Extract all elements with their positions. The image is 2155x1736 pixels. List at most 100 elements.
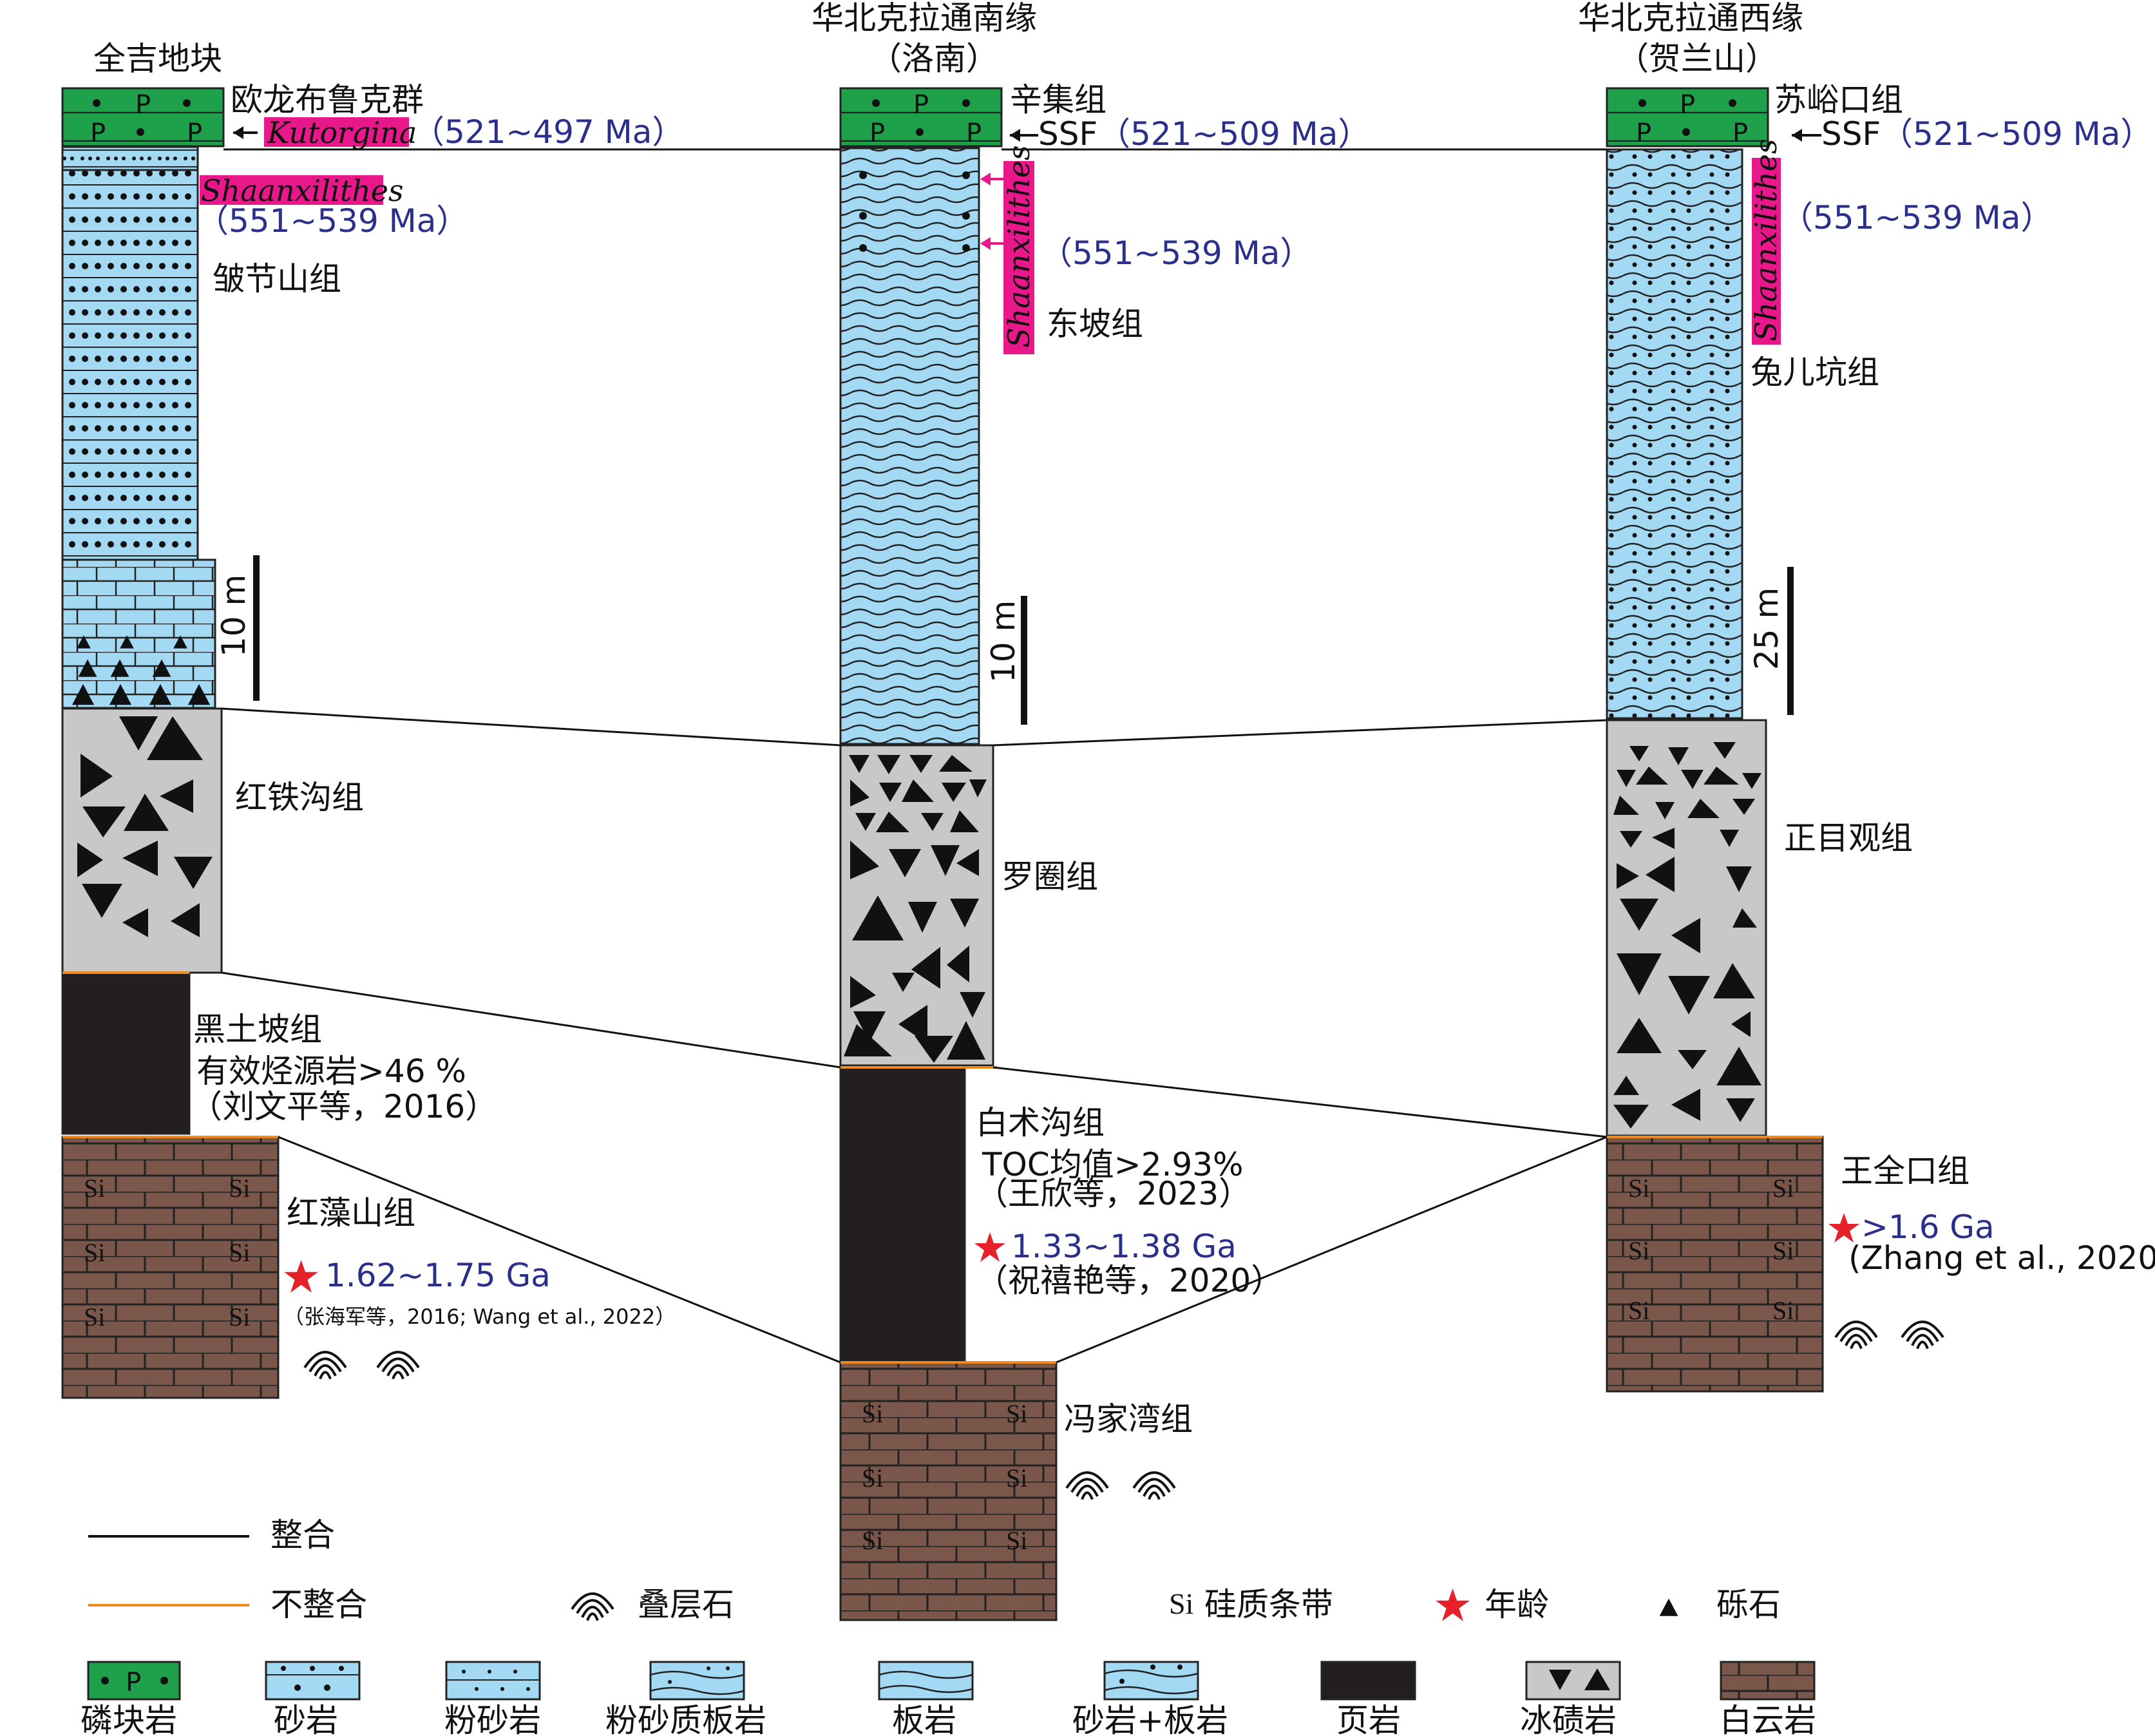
- middle-dolomite-layer: [839, 1361, 1058, 1621]
- left-scale-label: 10 m: [215, 575, 252, 657]
- svg-text:Si: Si: [229, 1302, 250, 1331]
- middle-formation-phosphorite: 辛集组: [1010, 81, 1106, 119]
- middle-sand-dots: [859, 171, 970, 252]
- middle-stromatolite-icon-2: [1132, 1471, 1176, 1501]
- svg-text:Si: Si: [84, 1302, 105, 1331]
- right-stromatolite-icon-2: [1901, 1321, 1944, 1350]
- svg-text:冰碛岩: 冰碛岩: [1520, 1702, 1617, 1736]
- legend: 整合 不整合 叠层石 Si 硅质条带 年龄 砾石 P: [81, 1516, 1816, 1736]
- left-tillite-clasts: [77, 716, 213, 937]
- left-stromatolite-icon: [303, 1351, 347, 1380]
- legend-swatch-sandstone: [265, 1661, 361, 1701]
- svg-text:页岩: 页岩: [1336, 1702, 1401, 1736]
- right-fossil-mid: Shaanxilithes: [1749, 138, 1783, 341]
- svg-text:Si: Si: [229, 1238, 250, 1267]
- legend-conformity-label: 整合: [271, 1516, 335, 1554]
- left-shale-note: 有效烃源岩>46 %: [196, 1053, 466, 1090]
- middle-fossil-mid-highlight: [1003, 161, 1034, 354]
- middle-shale-layer: [839, 1066, 966, 1362]
- middle-tillite-clasts: [844, 755, 987, 1063]
- left-fossil-top-highlight: [264, 117, 409, 147]
- right-dolomite-layer: [1606, 1136, 1824, 1393]
- svg-text:白云岩: 白云岩: [1720, 1702, 1816, 1736]
- left-shale-ref: （刘文平等，2016）: [190, 1088, 497, 1125]
- legend-swatch-shale: [1320, 1661, 1416, 1701]
- legend-swatch-sandstone-slate: [1103, 1661, 1199, 1701]
- right-tillite-clasts: [1613, 742, 1761, 1129]
- legend-gravel-label: 砾石: [1716, 1586, 1781, 1623]
- middle-ref-shale: （祝禧艳等，2020）: [976, 1262, 1283, 1299]
- middle-formation-shale: 白术沟组: [976, 1104, 1105, 1141]
- middle-phosphorite-layer: [839, 87, 1003, 148]
- svg-text:P: P: [1680, 90, 1695, 120]
- middle-fossil-mid: Shaanxilithes: [1002, 145, 1036, 348]
- svg-text:P: P: [135, 90, 151, 120]
- legend-swatch-slate: [878, 1661, 974, 1701]
- legend-swatch-phosphorite: P: [87, 1661, 181, 1701]
- right-age-star-icon: [1828, 1213, 1859, 1243]
- right-fossil-mid-highlight: [1752, 158, 1781, 345]
- svg-text:Si: Si: [862, 1464, 883, 1493]
- right-scale-label: 25 m: [1748, 587, 1785, 670]
- svg-text:P: P: [966, 119, 982, 148]
- right-formation-sandslate: 兔儿坑组: [1751, 354, 1879, 391]
- middle-age-shale: 1.33~1.38 Ga: [1011, 1228, 1237, 1265]
- svg-text:粉砂岩: 粉砂岩: [444, 1702, 541, 1736]
- left-fossil-mid: Shaanxilithes: [201, 173, 404, 208]
- svg-text:P: P: [187, 119, 202, 148]
- middle-fossil-top: SSF: [1038, 115, 1097, 153]
- svg-text:Si: Si: [84, 1238, 105, 1267]
- svg-text:Si: Si: [1006, 1399, 1027, 1428]
- svg-text:P: P: [913, 90, 929, 120]
- svg-text:P: P: [90, 119, 106, 148]
- svg-text:Si: Si: [1772, 1174, 1794, 1203]
- middle-age-star-icon: [974, 1232, 1005, 1262]
- left-stromatolite-icon-2: [376, 1351, 420, 1380]
- legend-unconformity-label: 不整合: [271, 1586, 367, 1623]
- right-formation-phosphorite: 苏峪口组: [1774, 81, 1903, 119]
- left-sandstone-layer: [61, 169, 199, 561]
- svg-text:砂岩: 砂岩: [274, 1702, 338, 1736]
- right-age-mid: （551~539 Ma）: [1781, 199, 2053, 236]
- right-fossil-top: SSF: [1821, 115, 1881, 153]
- legend-stromatolite-label: 叠层石: [638, 1586, 734, 1623]
- right-ref-dolomite: (Zhang et al., 2020): [1848, 1239, 2155, 1277]
- legend-swatch-siltstone: [445, 1661, 541, 1701]
- left-formation-phosphorite: 欧龙布鲁克群: [231, 81, 424, 119]
- middle-shale-note: TOC均值>2.93%: [982, 1146, 1244, 1183]
- right-phosphorite-layer: [1606, 87, 1769, 148]
- legend-age-star-icon: [1436, 1588, 1470, 1621]
- legend-si-band-label: 硅质条带: [1204, 1586, 1333, 1623]
- middle-scale-label: 10 m: [985, 600, 1022, 683]
- left-ref-dolomite: （张海军等，2016; Wang et al., 2022）: [283, 1304, 676, 1329]
- left-formation-sandstone: 皱节山组: [213, 260, 341, 298]
- middle-age-mid: （551~539 Ma）: [1040, 234, 1312, 272]
- right-sandstone-slate-layer: [1606, 148, 1743, 720]
- right-formation-dolomite: 王全口组: [1841, 1152, 1970, 1190]
- middle-header-region: 华北克拉通南缘: [812, 0, 1037, 37]
- svg-text:Si: Si: [1628, 1236, 1649, 1265]
- middle-age-top: （521~509 Ma）: [1098, 115, 1370, 153]
- left-formation-shale: 黑土坡组: [193, 1011, 322, 1048]
- left-formation-dolomite: 红藻山组: [287, 1194, 415, 1232]
- svg-text:粉砂质板岩: 粉砂质板岩: [605, 1702, 766, 1736]
- left-age-mid: （551~539 Ma）: [196, 202, 468, 240]
- left-sandy-dolomite-layer: [61, 558, 216, 709]
- middle-slate-layer: [839, 147, 980, 745]
- svg-text:Si: Si: [229, 1174, 250, 1203]
- right-age-top: （521~509 Ma）: [1881, 115, 2152, 153]
- svg-text:Si: Si: [1006, 1464, 1027, 1493]
- svg-text:P: P: [1636, 119, 1651, 148]
- right-age-dolomite: >1.6 Ga: [1861, 1208, 1995, 1246]
- middle-header-locality: （洛南）: [869, 40, 998, 77]
- left-age-top: （521~497 Ma）: [412, 113, 684, 151]
- svg-text:P: P: [869, 119, 885, 148]
- left-siltstone-layer: [61, 146, 199, 171]
- left-fossil-top: Kutorgina: [267, 115, 417, 150]
- left-header: 全吉地块: [93, 40, 222, 77]
